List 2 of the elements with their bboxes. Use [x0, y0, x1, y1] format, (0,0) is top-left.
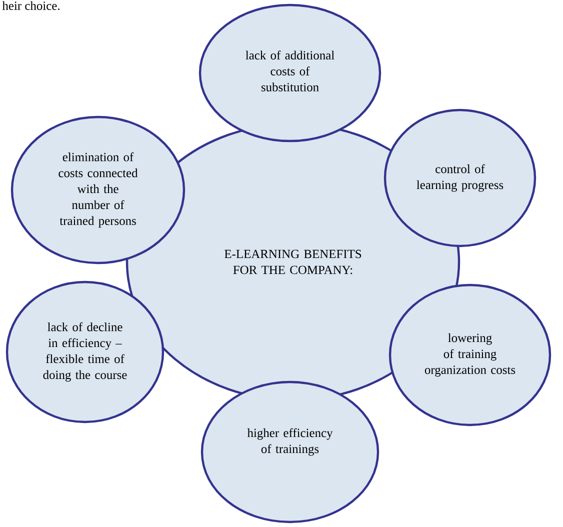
page-text: heir choice.	[2, 1, 60, 10]
node-label: higher efficiency of trainings	[247, 428, 333, 456]
